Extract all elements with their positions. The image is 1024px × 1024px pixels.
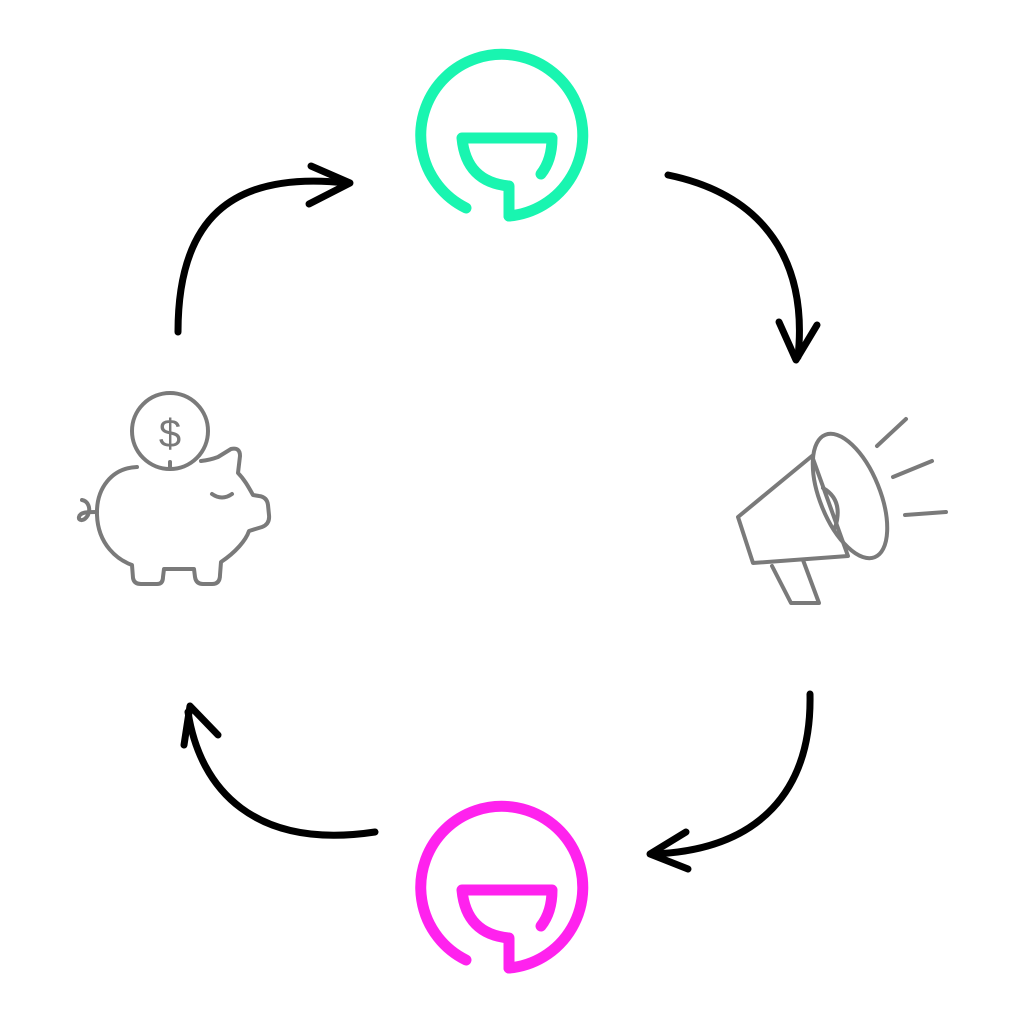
arrow-left-to-top: [174, 162, 354, 336]
arrow-bottom-to-left: [180, 702, 379, 839]
megaphone-icon: [736, 417, 948, 605]
piggy-bank-icon: $: [76, 391, 272, 586]
arrow-top-to-right: [664, 171, 821, 364]
bottom-logo-icon: [415, 800, 589, 974]
top-logo-icon: [415, 48, 589, 222]
coin-dollar-sign: $: [159, 412, 181, 456]
arrow-right-to-bottom: [646, 690, 814, 873]
